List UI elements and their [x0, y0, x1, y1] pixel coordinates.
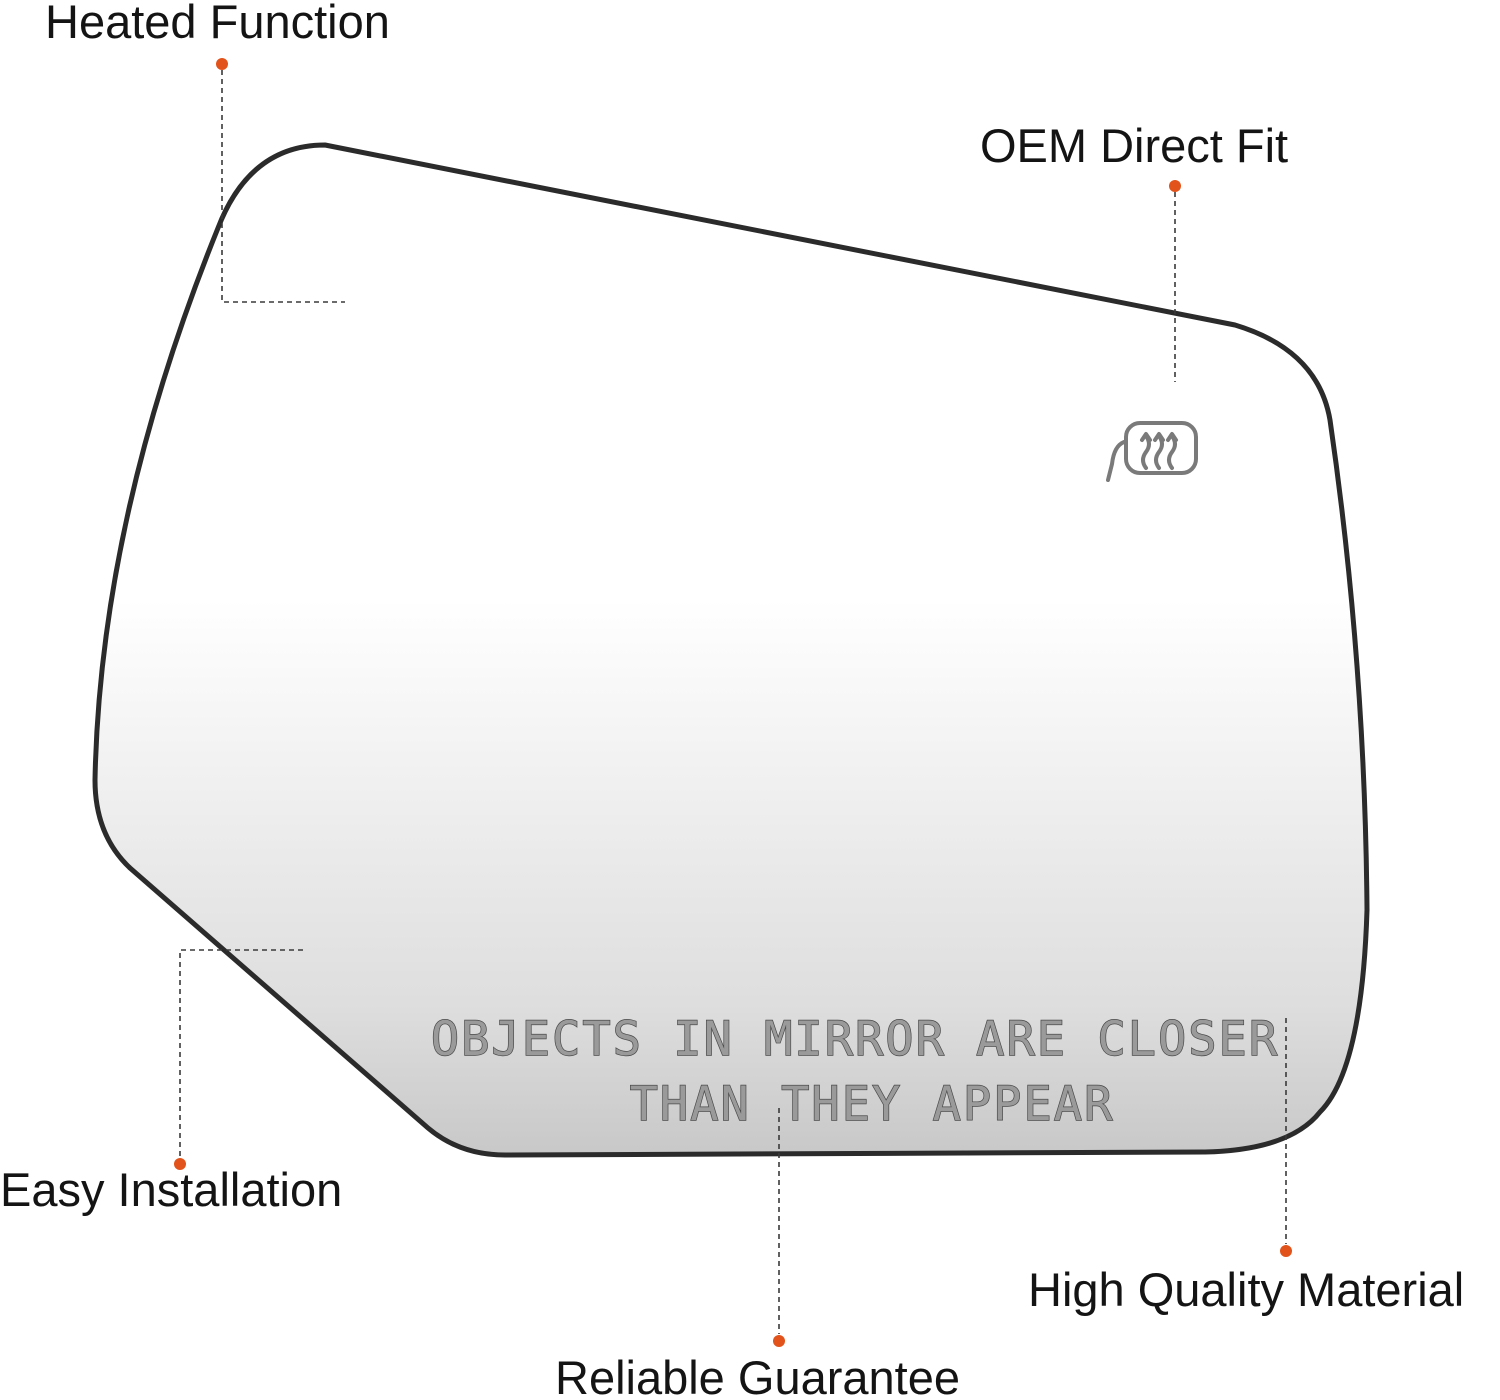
callout-reliable-guarantee: Reliable Guarantee — [555, 1108, 960, 1400]
leader-line — [179, 949, 303, 1158]
callout-heated-function: Heated Function — [45, 0, 390, 303]
callout-label-heated-function: Heated Function — [45, 0, 390, 48]
marker-dot — [174, 1158, 186, 1170]
mirror-warning-line-1: OBJECTS IN MIRROR ARE CLOSER — [431, 1012, 1279, 1067]
callout-label-oem-direct-fit: OEM Direct Fit — [980, 119, 1288, 172]
callout-oem-direct-fit: OEM Direct Fit — [980, 119, 1288, 382]
callout-label-reliable-guarantee: Reliable Guarantee — [555, 1351, 960, 1400]
heated-mirror-icon — [1106, 421, 1198, 482]
callout-high-quality-material: High Quality Material — [1028, 1018, 1464, 1316]
callout-easy-installation: Easy Installation — [0, 949, 342, 1216]
marker-dot — [1169, 180, 1181, 192]
callout-label-high-quality-material: High Quality Material — [1028, 1263, 1464, 1316]
marker-dot — [773, 1335, 785, 1347]
mirror-glass — [92, 142, 1370, 1158]
marker-dot — [1280, 1245, 1292, 1257]
marker-dot — [216, 58, 228, 70]
callout-label-easy-installation: Easy Installation — [0, 1163, 342, 1216]
mirror-warning-line-2: THAN THEY APPEAR — [630, 1077, 1115, 1132]
